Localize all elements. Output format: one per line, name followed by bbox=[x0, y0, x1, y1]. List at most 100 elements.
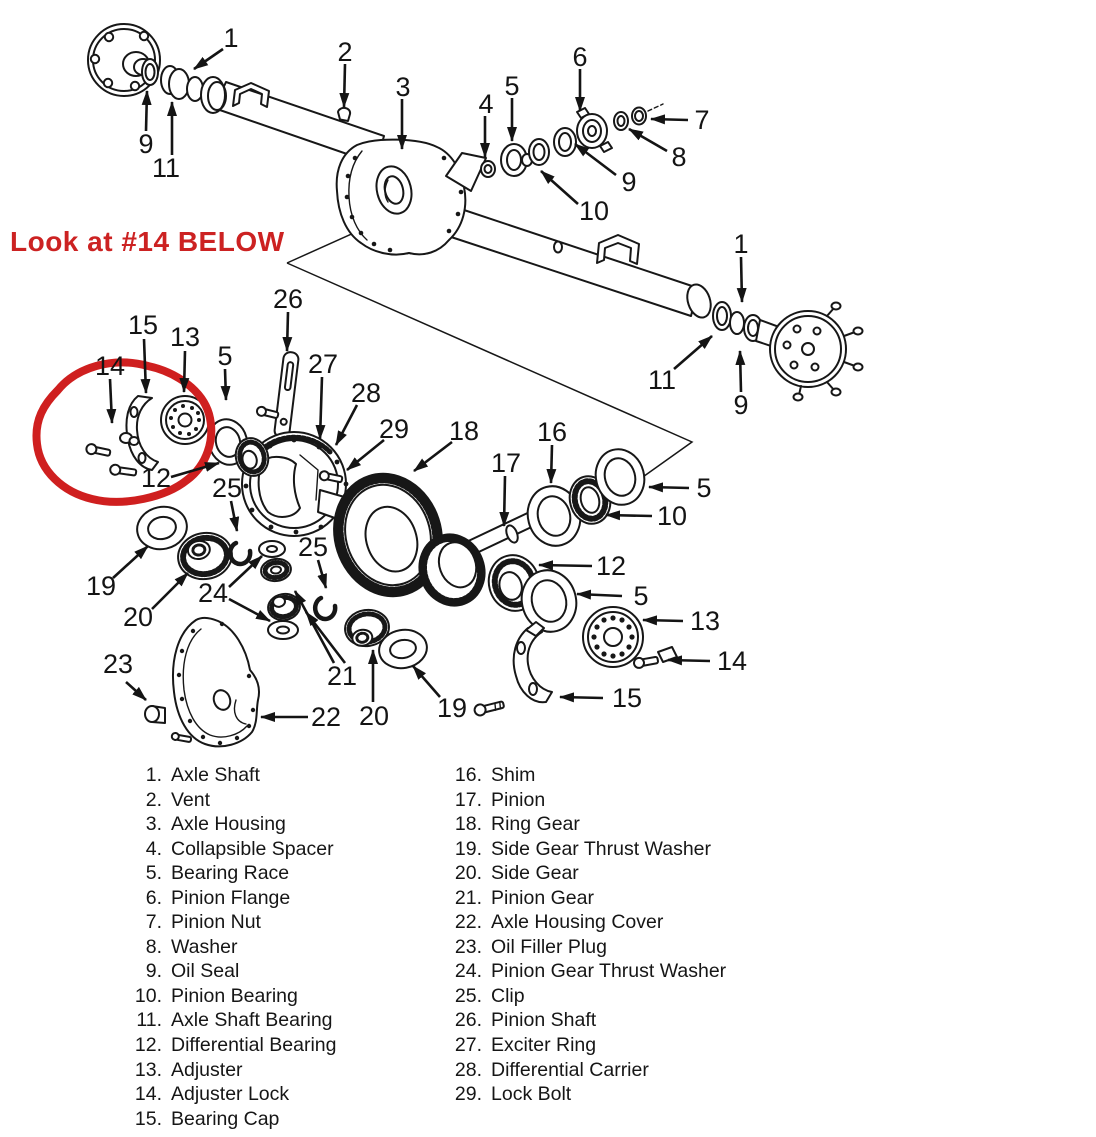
axle-tube-right bbox=[444, 205, 699, 317]
pinion-gear-drawing bbox=[267, 592, 301, 622]
callout-8: 8 bbox=[628, 127, 687, 172]
legend-item-number: 15. bbox=[134, 1107, 162, 1130]
legend-item-number: 25. bbox=[454, 984, 482, 1007]
legend-item-label: Adjuster bbox=[171, 1058, 243, 1081]
legend-item: 24. Pinion Gear Thrust Washer bbox=[438, 959, 726, 984]
callout-1: 1 bbox=[193, 23, 239, 71]
callout-2: 2 bbox=[337, 37, 353, 108]
legend-item-number: 6. bbox=[145, 886, 162, 909]
legend-item-label: Collapsible Spacer bbox=[171, 837, 334, 860]
legend-item-number: 12. bbox=[134, 1034, 162, 1057]
legend-item-label: Differential Carrier bbox=[491, 1058, 649, 1081]
svg-text:10: 10 bbox=[579, 196, 609, 226]
svg-text:28: 28 bbox=[351, 378, 381, 408]
callout-22: 22 bbox=[260, 702, 341, 732]
svg-text:14: 14 bbox=[717, 646, 747, 676]
callout-11: 11 bbox=[152, 101, 180, 183]
callout-19: 19 bbox=[86, 545, 149, 601]
legend-item: 7. Pinion Nut bbox=[118, 910, 336, 935]
callout-17: 17 bbox=[491, 448, 521, 527]
legend-item-label: Differential Bearing bbox=[171, 1034, 337, 1057]
legend-item: 28. Differential Carrier bbox=[438, 1058, 726, 1083]
callout-18: 18 bbox=[413, 416, 479, 473]
svg-text:13: 13 bbox=[690, 606, 720, 636]
legend-item: 4. Collapsible Spacer bbox=[118, 837, 336, 862]
svg-text:1: 1 bbox=[733, 229, 748, 259]
legend-item-label: Side Gear Thrust Washer bbox=[491, 837, 712, 860]
legend-item-number: 21. bbox=[454, 886, 482, 909]
clip-drawing bbox=[227, 540, 253, 567]
legend-item: 3. Axle Housing bbox=[118, 812, 336, 837]
legend-item: 23. Oil Filler Plug bbox=[438, 935, 726, 960]
svg-text:11: 11 bbox=[152, 153, 180, 183]
legend-item: 12. Differential Bearing bbox=[118, 1033, 337, 1058]
callout-20: 20 bbox=[123, 572, 189, 632]
legend-item-label: Lock Bolt bbox=[491, 1083, 572, 1106]
legend-item-label: Axle Shaft Bearing bbox=[171, 1009, 333, 1032]
callout-21: 21 bbox=[293, 590, 357, 691]
legend-item-label: Bearing Race bbox=[171, 862, 290, 885]
callout-10: 10 bbox=[605, 501, 687, 531]
bearing-race-drawing bbox=[594, 448, 646, 506]
svg-text:9: 9 bbox=[733, 390, 748, 420]
legend-item: 10. Pinion Bearing bbox=[118, 984, 336, 1009]
legend-item-label: Oil Filler Plug bbox=[491, 935, 607, 958]
svg-text:3: 3 bbox=[395, 72, 410, 102]
callout-9: 9 bbox=[138, 90, 154, 159]
callout-25: 25 bbox=[212, 473, 242, 532]
callout-13: 13 bbox=[642, 606, 720, 636]
legend-item-number: 5. bbox=[145, 862, 162, 885]
svg-text:9: 9 bbox=[138, 129, 153, 159]
callout-12: 12 bbox=[538, 551, 626, 581]
svg-text:15: 15 bbox=[612, 683, 642, 713]
callout-24: 24 bbox=[198, 555, 271, 623]
legend-item: 11. Axle Shaft Bearing bbox=[118, 1008, 336, 1033]
svg-text:15: 15 bbox=[128, 310, 158, 340]
legend-item-label: Pinion Bearing bbox=[171, 984, 298, 1007]
callout-9: 9 bbox=[574, 142, 637, 197]
legend-item-number: 29. bbox=[454, 1083, 482, 1106]
svg-text:5: 5 bbox=[504, 71, 519, 101]
svg-text:25: 25 bbox=[298, 532, 328, 562]
legend-item: 16. Shim bbox=[438, 763, 726, 788]
svg-text:24: 24 bbox=[198, 578, 228, 608]
oil-plug-drawing bbox=[144, 705, 166, 724]
legend-item-label: Pinion Gear bbox=[491, 886, 594, 909]
svg-text:26: 26 bbox=[273, 284, 303, 314]
svg-text:18: 18 bbox=[449, 416, 479, 446]
legend-item: 22. Axle Housing Cover bbox=[438, 910, 726, 935]
legend-column-left: 1. Axle Shaft 2. Vent 3. Axle Housing 4.… bbox=[118, 763, 337, 1131]
legend-item-number: 1. bbox=[145, 764, 162, 786]
svg-text:6: 6 bbox=[572, 42, 587, 72]
legend-item: 19. Side Gear Thrust Washer bbox=[438, 837, 726, 862]
legend-item-label: Side Gear bbox=[491, 862, 579, 885]
svg-text:12: 12 bbox=[596, 551, 626, 581]
annotation-note: Look at #14 BELOW bbox=[10, 226, 285, 257]
svg-text:10: 10 bbox=[657, 501, 687, 531]
svg-text:29: 29 bbox=[379, 414, 409, 444]
legend-item-number: 16. bbox=[454, 764, 482, 786]
housing-cover-drawing bbox=[172, 616, 260, 748]
svg-text:8: 8 bbox=[671, 142, 686, 172]
callout-3: 3 bbox=[395, 72, 411, 150]
legend-item-label: Pinion Nut bbox=[171, 911, 261, 934]
legend-item-label: Pinion bbox=[491, 788, 546, 811]
svg-text:27: 27 bbox=[308, 349, 338, 379]
pinion-nose-parts bbox=[480, 103, 664, 178]
svg-text:22: 22 bbox=[311, 702, 341, 732]
svg-text:14: 14 bbox=[95, 351, 125, 381]
callout-12: 12 bbox=[141, 461, 220, 493]
legend-item: 25. Clip bbox=[438, 984, 726, 1009]
svg-text:19: 19 bbox=[437, 693, 467, 723]
svg-text:5: 5 bbox=[696, 473, 711, 503]
legend-item-number: 26. bbox=[454, 1009, 482, 1032]
legend-item-label: Axle Housing Cover bbox=[491, 911, 664, 934]
svg-text:25: 25 bbox=[212, 473, 242, 503]
callout-1: 1 bbox=[733, 229, 749, 303]
bearing-cap-drawing bbox=[512, 621, 553, 704]
svg-text:4: 4 bbox=[478, 89, 493, 119]
legend-item: 5. Bearing Race bbox=[118, 861, 336, 886]
pinion-shaft-drawing bbox=[273, 351, 300, 439]
ring-gear-drawing bbox=[333, 472, 443, 598]
